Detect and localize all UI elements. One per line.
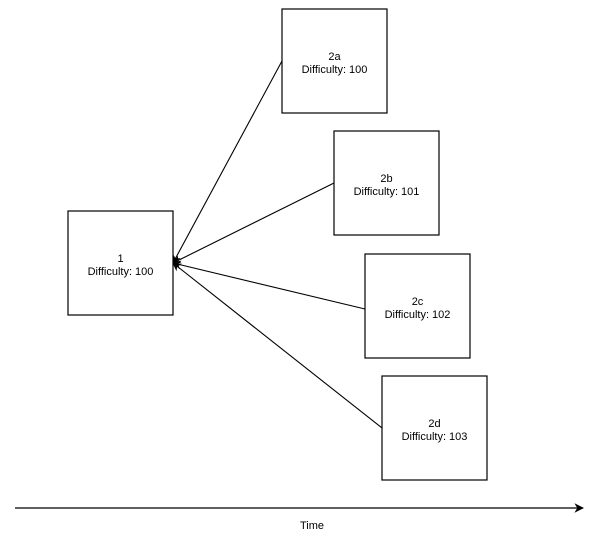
node-2a-title: 2a xyxy=(328,51,341,63)
node-1: 1 Difficulty: 100 xyxy=(67,210,174,316)
edges-layer xyxy=(172,60,383,429)
node-2b-difficulty: Difficulty: 101 xyxy=(354,186,420,198)
node-1-difficulty: Difficulty: 100 xyxy=(88,266,154,278)
node-2b: 2b Difficulty: 101 xyxy=(333,130,440,236)
time-axis-label: Time xyxy=(300,520,324,532)
node-2d-difficulty: Difficulty: 103 xyxy=(402,431,468,443)
node-2a: 2a Difficulty: 100 xyxy=(281,8,388,114)
node-2a-difficulty: Difficulty: 100 xyxy=(302,64,368,76)
node-2b-title: 2b xyxy=(380,173,392,185)
node-1-title: 1 xyxy=(117,253,123,265)
edge-2d-to-1 xyxy=(172,262,383,429)
node-2d: 2d Difficulty: 103 xyxy=(381,375,488,481)
node-2c-difficulty: Difficulty: 102 xyxy=(385,309,451,321)
node-2d-box xyxy=(381,375,488,481)
edge-2a-to-1 xyxy=(172,60,283,264)
node-2c-box xyxy=(364,253,471,359)
edge-2b-to-1 xyxy=(172,182,335,264)
node-2c: 2c Difficulty: 102 xyxy=(364,253,471,359)
node-1-box xyxy=(67,210,174,316)
node-2d-title: 2d xyxy=(428,418,440,430)
node-2a-box xyxy=(281,8,388,114)
node-2c-title: 2c xyxy=(412,296,424,308)
edge-2c-to-1 xyxy=(172,260,366,310)
node-2b-box xyxy=(333,130,440,236)
